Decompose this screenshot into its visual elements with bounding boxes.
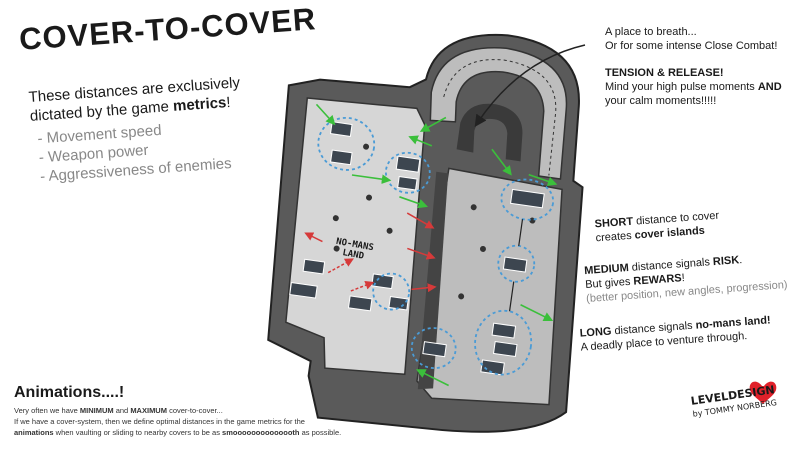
anim-text: Very often we have — [14, 406, 80, 415]
cover-block — [395, 155, 421, 173]
anim-line-3: animations when vaulting or sliding to n… — [14, 427, 454, 438]
heart-icon — [749, 381, 777, 404]
anim-text: cover-to-cover... — [166, 406, 223, 415]
breath-note: A place to breath... Or for some intense… — [605, 25, 777, 53]
tension-text: Mind your high pulse moments — [605, 81, 758, 93]
tension-line: Mind your high pulse moments AND — [605, 80, 782, 94]
tension-note: TENSION & RELEASE! Mind your high pulse … — [605, 66, 782, 108]
cover-island — [410, 327, 457, 369]
anim-smooth: smoooooooooooooth — [222, 428, 300, 437]
anim-min: MINIMUM — [79, 406, 114, 415]
cover-block — [388, 295, 409, 311]
anim-text: as possible. — [299, 428, 342, 437]
tension-heading: TENSION & RELEASE! — [605, 67, 724, 79]
cover-block — [480, 359, 505, 376]
animations-title: Animations....! — [14, 384, 125, 401]
medium-end: . — [738, 254, 743, 267]
cover-block — [510, 188, 545, 209]
cover-island — [317, 116, 376, 171]
tension-bold: AND — [757, 81, 782, 93]
cover-block — [397, 176, 418, 191]
medium-risk: RISK — [712, 254, 740, 269]
medium-end-2: ! — [681, 272, 686, 285]
tension-line-2: your calm moments!!!!! — [605, 95, 717, 107]
cover-block — [289, 282, 318, 299]
cover-island — [500, 178, 555, 221]
cover-block — [492, 340, 518, 358]
rooftop-path — [429, 46, 568, 180]
short-text-2: creates — [595, 229, 636, 245]
anim-line-2: If we have a cover-system, then we defin… — [14, 417, 305, 426]
breath-line-1: A place to breath... — [605, 26, 697, 38]
cover-block — [302, 258, 326, 275]
animations-body: Very often we have MINIMUM and MAXIMUM c… — [14, 405, 454, 438]
cover-block — [491, 322, 517, 339]
divider-wall — [417, 171, 449, 390]
callout-arrow — [474, 44, 586, 127]
anim-max: MAXIMUM — [130, 406, 167, 415]
long-bold: LONG — [579, 325, 612, 340]
anim-bold: animations — [14, 428, 54, 437]
cover-block — [502, 256, 528, 273]
anim-text: when vaulting or sliding to nearby cover… — [53, 428, 223, 437]
cover-island — [474, 309, 533, 376]
cover-block — [422, 341, 447, 358]
breath-line-2: Or for some intense Close Combat! — [605, 40, 778, 52]
cover-block — [347, 295, 373, 312]
arch-structure — [456, 103, 523, 162]
cover-island — [384, 151, 431, 194]
anim-line-1: Very often we have MINIMUM and MAXIMUM c… — [14, 405, 454, 416]
cover-block — [329, 121, 353, 137]
anim-text: and — [113, 406, 131, 415]
cover-block — [330, 149, 353, 166]
